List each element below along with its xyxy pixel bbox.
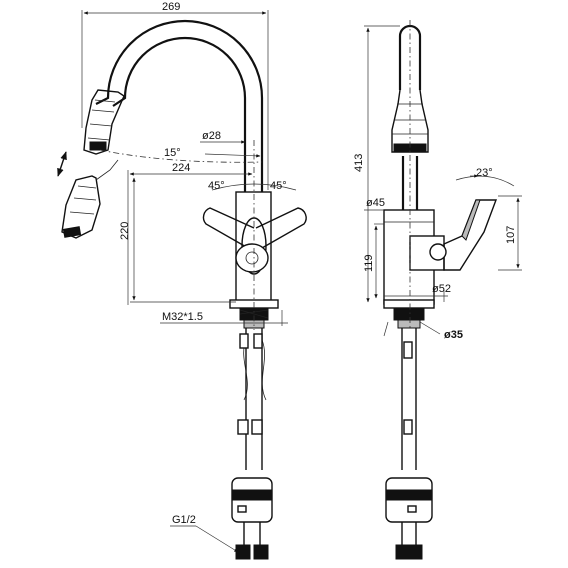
dim-224: 224 xyxy=(172,162,190,174)
dim-thread-m32: M32*1.5 xyxy=(162,311,203,323)
side-view: 413 ø45 23° 107 119 ø52 ø35 xyxy=(353,20,522,560)
dim-g12: G1/2 xyxy=(172,514,196,526)
dim-diameter-52: ø52 xyxy=(432,283,451,295)
dim-angle-45-right: 45° xyxy=(270,180,287,192)
spray-head-docked xyxy=(83,89,125,155)
spray-head-extended xyxy=(61,159,119,239)
dim-107: 107 xyxy=(505,226,517,244)
front-view: 269 ø28 15° 224 45° 45° 220 M32*1.5 G1/2 xyxy=(57,1,307,560)
supply-hoses-front xyxy=(231,328,273,560)
dim-diameter-45: ø45 xyxy=(366,197,385,209)
dim-angle-23: 23° xyxy=(476,167,493,179)
spout-inner xyxy=(112,36,247,192)
dim-diameter-28: ø28 xyxy=(202,130,221,142)
swivel-arc xyxy=(99,149,263,163)
side-handle xyxy=(443,199,498,271)
dim-119: 119 xyxy=(363,254,375,272)
spout-outer xyxy=(95,19,264,192)
dim-413: 413 xyxy=(353,154,365,172)
dim-diameter-35: ø35 xyxy=(444,329,463,341)
dim-269: 269 xyxy=(162,1,180,13)
faucet-body xyxy=(202,191,307,329)
dim-angle-15: 15° xyxy=(164,147,181,159)
pull-out-arrow xyxy=(57,151,67,177)
dim-angle-45-left: 45° xyxy=(208,180,225,192)
dim-220: 220 xyxy=(119,222,131,240)
